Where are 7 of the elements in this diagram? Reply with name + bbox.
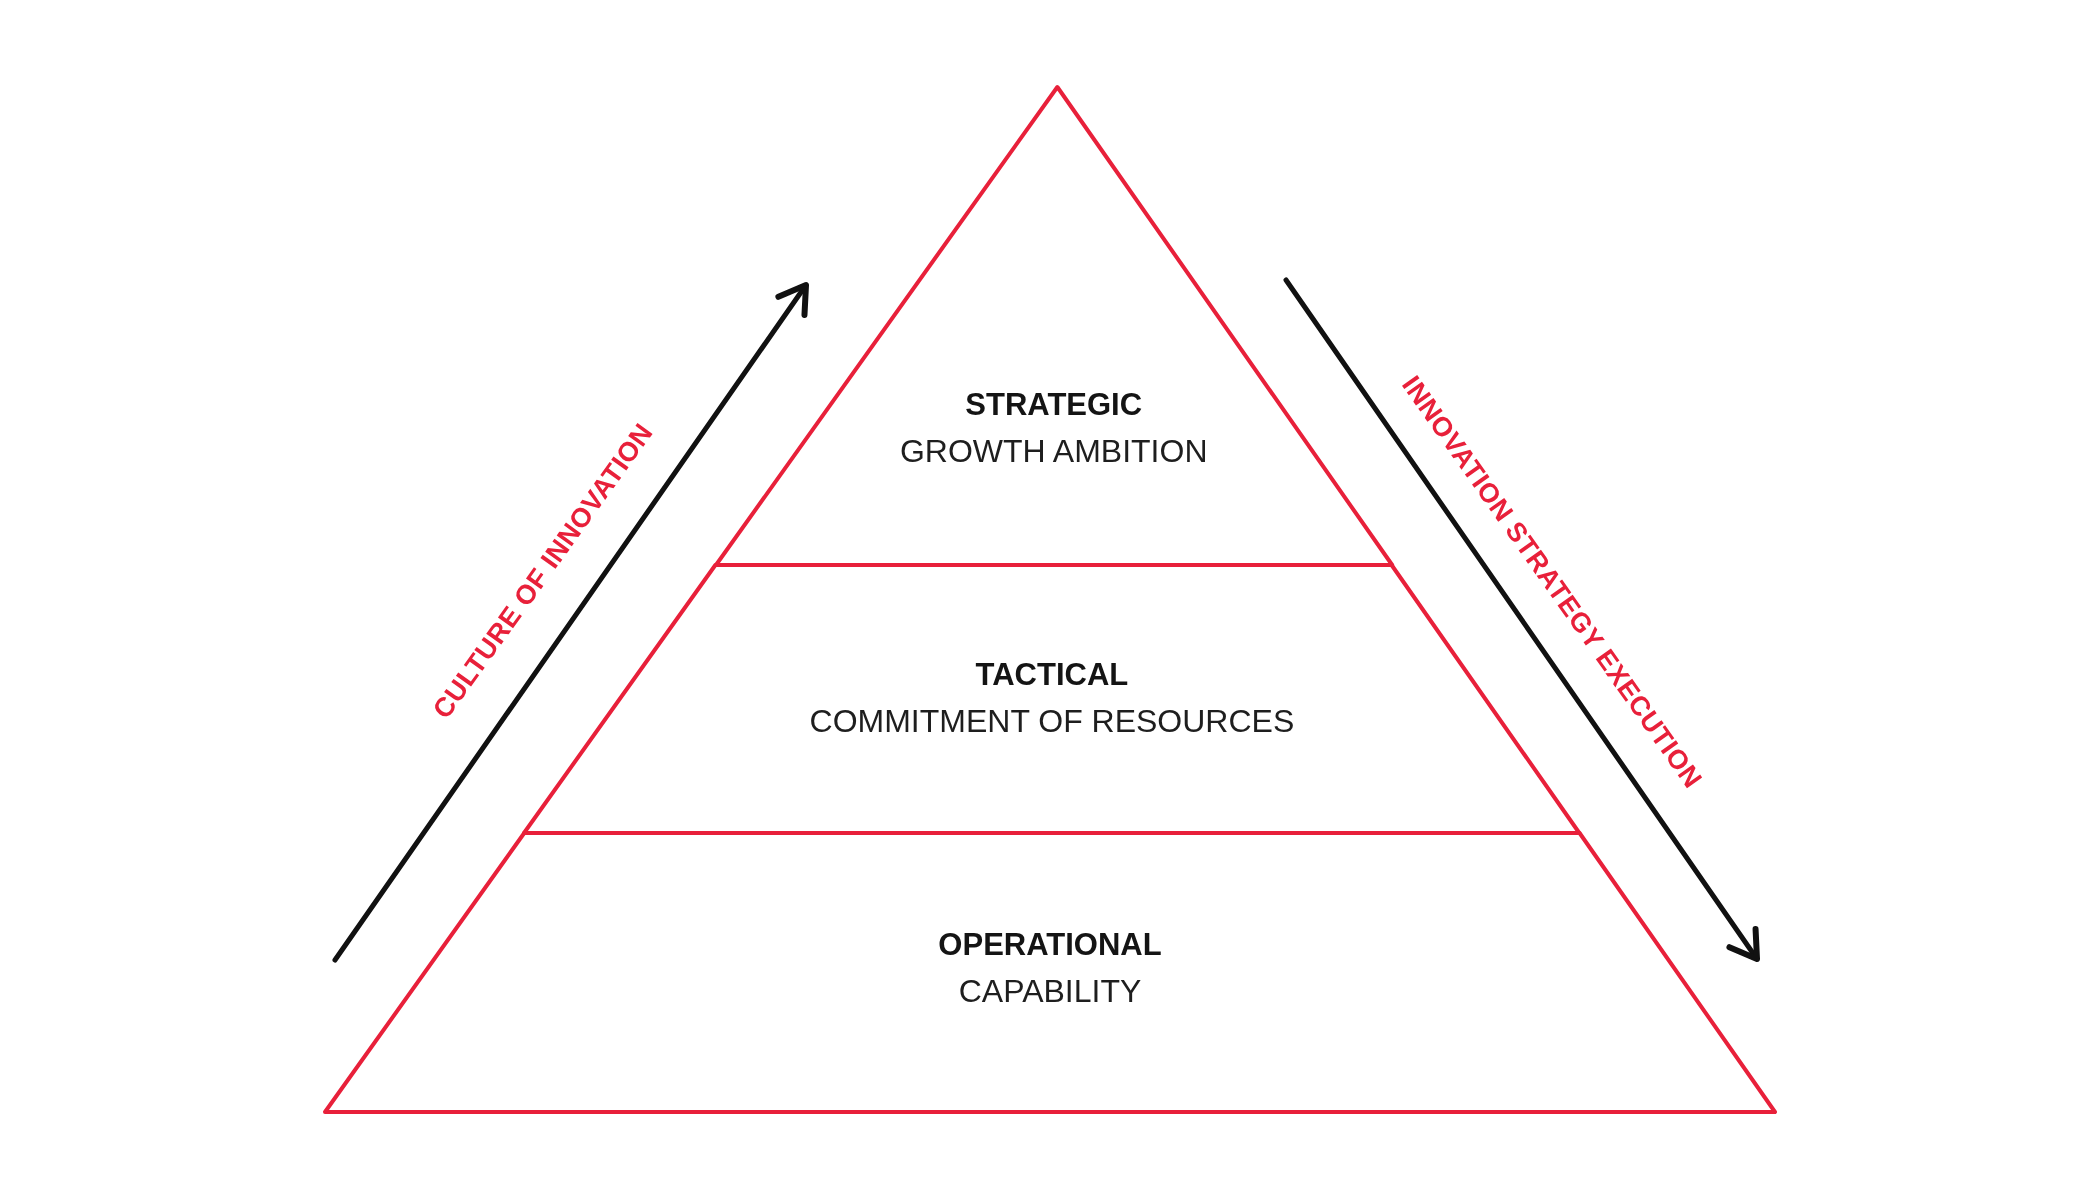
tier-title: STRATEGIC [965, 386, 1143, 424]
tier-description: CAPABILITY [958, 972, 1142, 1011]
pyramid-tier [321, 829, 1779, 1116]
tier-title: OPERATIONAL [938, 926, 1162, 964]
tier-title: TACTICAL [975, 656, 1129, 694]
tier-description: GROWTH AMBITION [899, 432, 1208, 471]
tier-description: COMMITMENT OF RESOURCES [809, 702, 1295, 741]
